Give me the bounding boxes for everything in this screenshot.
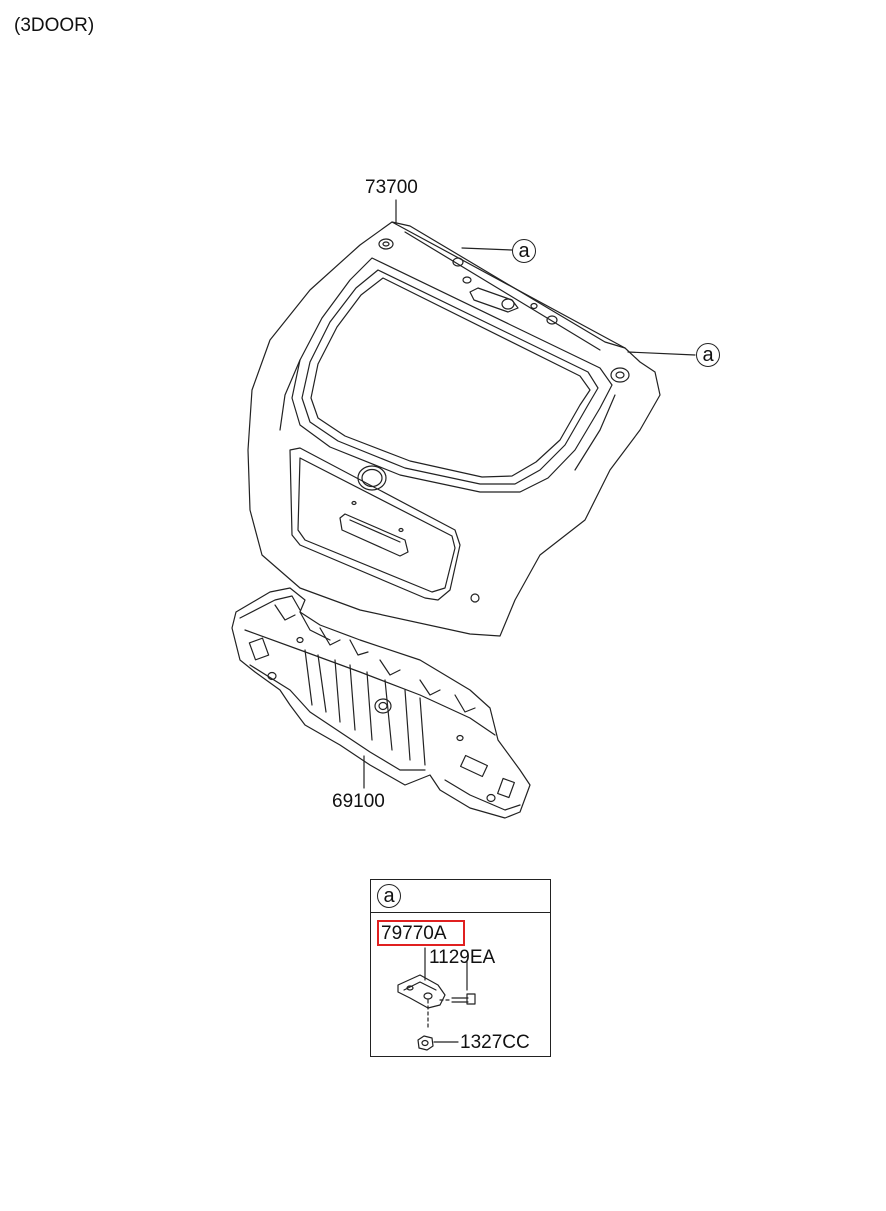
leader-callout-a-top <box>461 247 513 251</box>
callout-a-top: a <box>512 239 536 263</box>
tailgate-drawing <box>247 221 661 637</box>
back-panel-outline <box>231 587 531 819</box>
leader-callout-a-right <box>627 351 696 356</box>
hinge-drawing <box>397 947 446 1031</box>
tailgate-glass <box>301 269 599 485</box>
tailgate-emblem <box>357 465 387 491</box>
bolt-drawing <box>439 961 476 1005</box>
variant-label: (3DOOR) <box>14 15 95 36</box>
part-label-tailgate: 73700 <box>365 177 418 198</box>
nut-drawing <box>417 1035 459 1051</box>
part-label-bolt: 1129EA <box>429 947 496 968</box>
detail-box-divider <box>371 912 550 913</box>
back-panel-drawing <box>231 587 531 819</box>
callout-a-right: a <box>696 343 720 367</box>
tailgate-plate-recess <box>289 447 461 601</box>
part-label-hinge: 79770A <box>381 923 447 944</box>
part-label-back-panel: 69100 <box>332 791 385 812</box>
tailgate-window-frame <box>291 257 613 493</box>
tailgate-outline <box>247 221 661 637</box>
part-label-nut: 1327CC <box>460 1032 530 1053</box>
tailgate-handle <box>339 513 409 557</box>
detail-box-ref: a <box>377 884 401 908</box>
detail-box-a: a <box>370 879 551 1057</box>
highlight-hinge-part <box>377 920 465 946</box>
